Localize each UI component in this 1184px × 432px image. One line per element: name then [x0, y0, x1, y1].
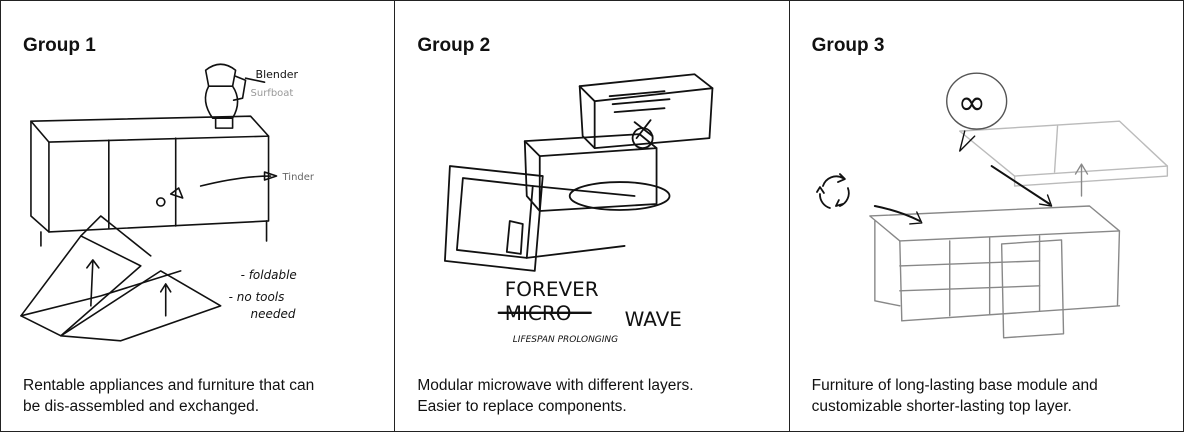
- infinity-icon: ∞: [957, 83, 985, 123]
- panel-group-2: Group 2 FOREVER MICRO WAVE LIFESPAN PROL…: [394, 1, 788, 431]
- panel-caption: Rentable appliances and furniture that c…: [23, 375, 384, 417]
- panel-title: Group 2: [417, 35, 491, 56]
- annotation-no-tools: - no tools: [229, 290, 285, 304]
- caption-line: Easier to replace components.: [417, 398, 627, 415]
- top-layer: [958, 120, 1168, 187]
- sketch-modular-furniture: ∞: [815, 72, 1168, 339]
- panel-title: Group 1: [23, 35, 96, 56]
- panel-title: Group 3: [811, 35, 885, 56]
- annotation-wave: WAVE: [625, 307, 682, 331]
- caption-line: Furniture of long-lasting base module an…: [811, 377, 1098, 394]
- annotation-lifespan: LIFESPAN PROLONGING: [513, 335, 618, 345]
- annotation-forever: FOREVER: [505, 277, 599, 301]
- caption-line: customizable shorter-lasting top layer.: [811, 398, 1072, 415]
- base-module: [868, 205, 1120, 339]
- annotation-surfboat: Surfboat: [251, 88, 294, 99]
- annotation-needed: needed: [251, 307, 296, 321]
- caption-line: Rentable appliances and furniture that c…: [23, 377, 315, 394]
- annotation-blender: Blender: [256, 68, 299, 81]
- panel-group-3: Group 3 ∞: [788, 1, 1183, 431]
- recycle-icon: [815, 173, 850, 209]
- annotation-tinder: Tinder: [282, 172, 315, 183]
- panel-group-1: Group 1 Blender: [1, 1, 394, 431]
- sketch-modular-microwave: FOREVER MICRO WAVE LIFESPAN PROLONGING: [444, 73, 714, 345]
- annotation-foldable: - foldable: [241, 268, 297, 282]
- panel-caption: Modular microwave with different layers.…: [417, 375, 778, 417]
- sketch-rentable-furniture: Blender Surfboat Tinder - foldable - no …: [20, 63, 315, 342]
- panel-caption: Furniture of long-lasting base module an…: [812, 375, 1173, 417]
- caption-line: Modular microwave with different layers.: [417, 377, 694, 394]
- caption-line: be dis-assembled and exchanged.: [23, 398, 260, 415]
